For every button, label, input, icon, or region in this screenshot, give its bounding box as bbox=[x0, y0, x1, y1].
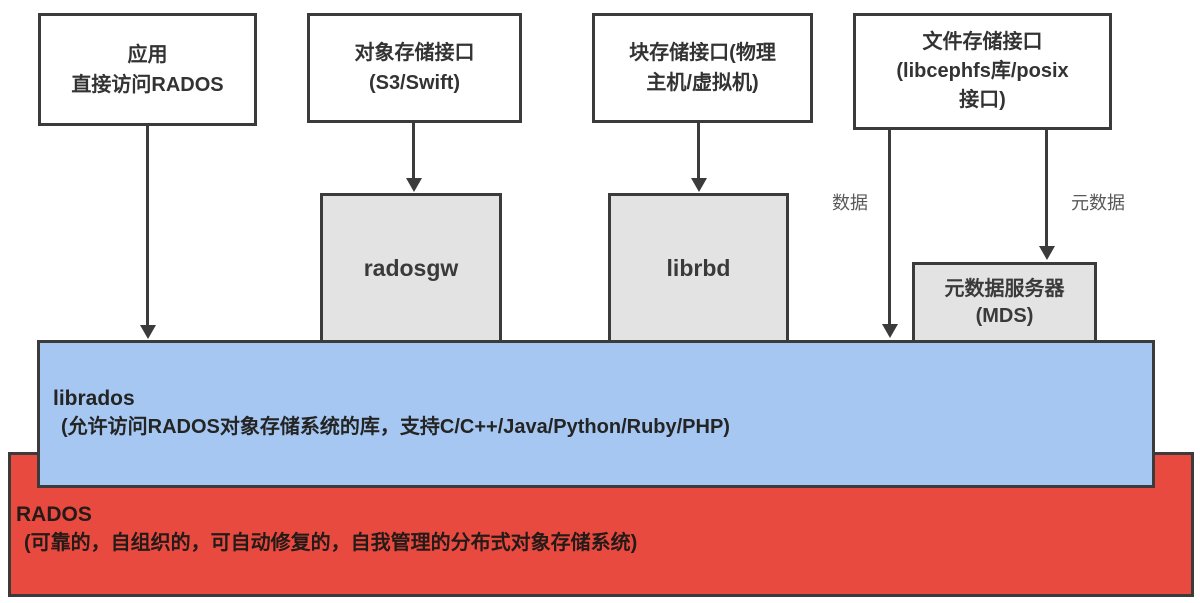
app-box-line2: 直接访问RADOS bbox=[71, 73, 224, 96]
librbd-module-box: librbd bbox=[608, 193, 789, 343]
librados-layer-subtitle: (允许访问RADOS对象存储系统的库，支持C/C++/Java/Python/R… bbox=[61, 416, 730, 439]
arrow-app-to-librados-icon bbox=[146, 125, 149, 326]
librados-layer-title: librados bbox=[53, 387, 135, 410]
radosgw-module-box: radosgw bbox=[320, 193, 502, 343]
metadata-flow-label: 元数据 bbox=[1071, 193, 1125, 213]
mds-label-line2: (MDS) bbox=[975, 304, 1034, 327]
rados-layer-title: RADOS bbox=[16, 503, 92, 526]
file-box-line1: 文件存储接口 bbox=[922, 31, 1043, 53]
object-box-line2: (S3/Swift) bbox=[368, 72, 461, 94]
object-storage-interface-box: 对象存储接口 (S3/Swift) bbox=[307, 13, 522, 123]
librbd-label: librbd bbox=[666, 254, 731, 281]
arrow-object-to-radosgw-icon bbox=[412, 122, 415, 179]
app-direct-rados-box: 应用 直接访问RADOS bbox=[38, 13, 257, 126]
file-storage-interface-box: 文件存储接口 (libcephfs库/posix 接口) bbox=[853, 13, 1112, 130]
arrow-file-metadata-to-mds-icon bbox=[1045, 129, 1048, 247]
app-box-line1: 应用 bbox=[127, 43, 168, 66]
rados-layer-subtitle: (可靠的，自组织的，可自动修复的，自我管理的分布式对象存储系统) bbox=[24, 532, 638, 555]
mds-module-box: 元数据服务器 (MDS) bbox=[912, 262, 1097, 343]
block-storage-interface-box: 块存储接口(物理 主机/虚拟机) bbox=[592, 13, 813, 123]
mds-label-line1: 元数据服务器 bbox=[944, 277, 1065, 300]
block-box-line1: 块存储接口(物理 bbox=[629, 42, 776, 64]
radosgw-label: radosgw bbox=[363, 254, 459, 281]
file-box-line2: (libcephfs库/posix bbox=[896, 60, 1069, 82]
arrow-block-to-librbd-icon bbox=[697, 122, 700, 179]
block-box-line2: 主机/虚拟机) bbox=[646, 72, 759, 94]
arrow-file-data-to-librados-icon bbox=[888, 129, 891, 325]
file-box-line3: 接口) bbox=[959, 89, 1006, 111]
object-box-line1: 对象存储接口 bbox=[354, 42, 475, 64]
data-flow-label: 数据 bbox=[832, 193, 868, 213]
librados-layer: librados (允许访问RADOS对象存储系统的库，支持C/C++/Java… bbox=[37, 340, 1155, 488]
